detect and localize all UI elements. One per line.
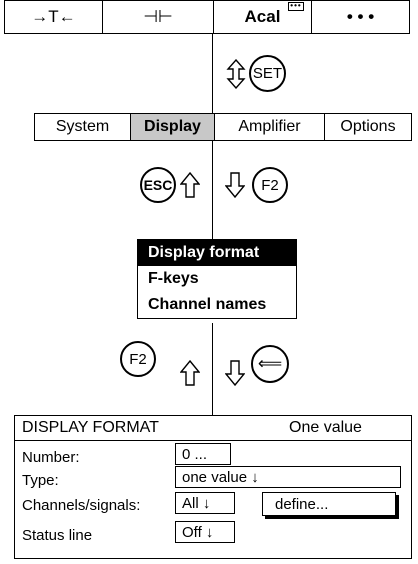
up-arrow-icon <box>180 360 200 386</box>
submenu-item-f-keys[interactable]: F-keys <box>138 266 296 292</box>
more-icon: • • • <box>346 7 375 26</box>
dialog-header: DISPLAY FORMAT One value <box>15 416 411 441</box>
more-key[interactable]: • • • <box>312 1 409 33</box>
type-value: one value ↓ <box>182 468 259 486</box>
type-select[interactable]: one value ↓ <box>175 466 401 488</box>
define-button[interactable]: define... <box>262 492 396 516</box>
status-line-value: Off ↓ <box>182 523 214 541</box>
dialog-title: DISPLAY FORMAT <box>22 419 159 436</box>
capacitor-icon: ⊣⊢ <box>143 7 173 26</box>
zero-tare-label: →T← <box>31 7 76 26</box>
submenu-item-display-format[interactable]: Display format <box>138 240 296 266</box>
menu-item-options[interactable]: Options <box>325 114 411 140</box>
divider-line <box>212 141 213 239</box>
dialog-mode: One value <box>289 419 362 436</box>
type-label: Type: <box>22 472 59 489</box>
down-arrow-icon <box>225 360 245 386</box>
set-key-label: SET <box>252 65 283 82</box>
submenu-item-label: F-keys <box>148 270 199 287</box>
divider-line <box>212 323 213 415</box>
enter-icon: ⟸ <box>257 354 283 373</box>
up-down-arrow-icon <box>226 59 246 89</box>
display-format-dialog: DISPLAY FORMAT One value Number: 0 ... T… <box>14 415 412 559</box>
menu-item-amplifier[interactable]: Amplifier <box>215 114 325 140</box>
submenu-item-label: Display format <box>148 244 260 261</box>
acal-key[interactable]: Acal ••• <box>214 1 312 33</box>
menu-item-label: Amplifier <box>238 118 301 135</box>
status-line-label: Status line <box>22 527 93 544</box>
submenu-item-label: Channel names <box>148 296 267 313</box>
up-arrow-icon <box>180 172 200 198</box>
define-button-label: define... <box>275 495 329 513</box>
number-value: 0 ... <box>182 445 208 463</box>
acal-label: Acal <box>244 7 281 26</box>
enter-key[interactable]: ⟸ <box>251 345 289 383</box>
menu-item-label: Display <box>144 118 201 135</box>
f2-key-label: F2 <box>129 350 147 368</box>
display-submenu: Display format F-keys Channel names <box>137 239 297 319</box>
menu-item-label: Options <box>340 118 396 135</box>
channels-value: All ↓ <box>182 494 211 512</box>
set-key[interactable]: SET <box>249 55 286 92</box>
zero-tare-key[interactable]: →T← <box>5 1 103 33</box>
number-field[interactable]: 0 ... <box>175 443 231 465</box>
channels-label: Channels/signals: <box>22 497 141 514</box>
submenu-item-channel-names[interactable]: Channel names <box>138 292 296 318</box>
channels-select[interactable]: All ↓ <box>175 492 235 514</box>
f2-key[interactable]: F2 <box>252 167 288 203</box>
esc-key-label: ESC <box>143 177 173 193</box>
main-menu-bar: System Display Amplifier Options <box>34 113 412 141</box>
capacitor-key[interactable]: ⊣⊢ <box>103 1 214 33</box>
down-arrow-icon <box>225 172 245 198</box>
menu-item-label: System <box>55 118 110 135</box>
number-label: Number: <box>22 449 80 466</box>
menu-item-display[interactable]: Display <box>131 114 215 140</box>
divider-line <box>212 34 213 113</box>
f2-key[interactable]: F2 <box>120 341 156 377</box>
menu-item-system[interactable]: System <box>35 114 131 140</box>
esc-key[interactable]: ESC <box>140 167 176 203</box>
top-toolbar: →T← ⊣⊢ Acal ••• • • • <box>4 0 410 34</box>
f2-key-label: F2 <box>261 176 279 194</box>
status-line-select[interactable]: Off ↓ <box>175 521 235 543</box>
acal-indicator: ••• <box>288 2 304 11</box>
